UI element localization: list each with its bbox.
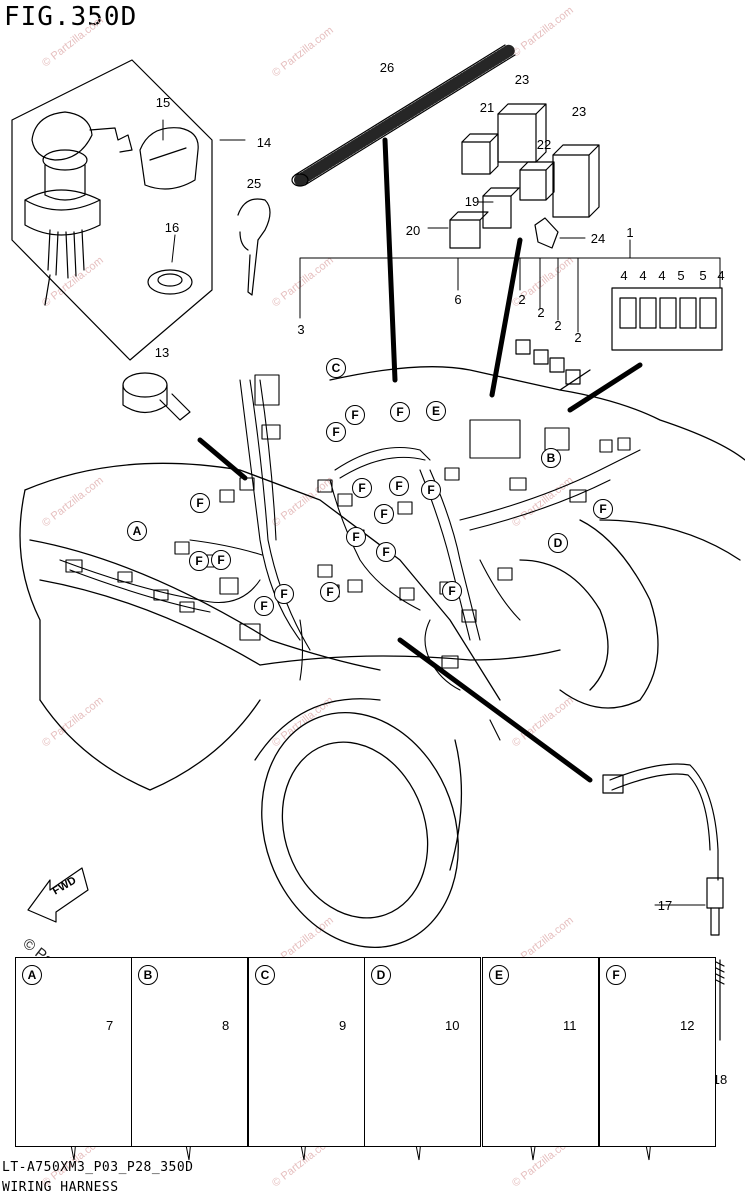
callout-25: 25 [246, 176, 262, 191]
callout-2: 2 [554, 318, 562, 333]
panel-part-number: 11 [563, 1018, 577, 1033]
callout-23: 23 [571, 104, 587, 119]
panel-letter: F [606, 965, 626, 985]
callout-23: 23 [514, 72, 530, 87]
callout-4: 4 [620, 268, 628, 283]
clip-marker: B [541, 448, 561, 468]
panel-part-number: 10 [445, 1018, 460, 1033]
clip-marker: C [326, 358, 346, 378]
clip-marker: F [376, 542, 396, 562]
spring-18 [715, 959, 725, 1041]
callout-26: 26 [379, 60, 395, 75]
callout-6: 6 [454, 292, 462, 307]
callout-4: 4 [717, 268, 725, 283]
callout-4: 4 [658, 268, 666, 283]
callout-5: 5 [699, 268, 707, 283]
panel-f: F 12 [599, 957, 716, 1147]
callout-2: 2 [518, 292, 526, 307]
callout-14: 14 [256, 135, 272, 150]
panel-part-number: 8 [222, 1018, 230, 1033]
panel-e: E 11 [482, 957, 599, 1147]
panel-c: C 9 [248, 957, 365, 1147]
panel-a: A 7 [15, 957, 132, 1147]
callout-1: 1 [626, 225, 634, 240]
callout-2: 2 [537, 305, 545, 320]
clip-marker: F [345, 405, 365, 425]
panel-b: B 8 [131, 957, 248, 1147]
harness-wires [59, 379, 641, 741]
panel-part-number: 9 [339, 1018, 347, 1033]
panel-letter: C [255, 965, 275, 985]
callout-21: 21 [479, 100, 495, 115]
panel-letter: D [371, 965, 391, 985]
fwd-arrow [27, 867, 89, 923]
callout-3: 3 [297, 322, 305, 337]
panel-part-number: 12 [680, 1018, 695, 1033]
callout-22: 22 [536, 137, 552, 152]
figure-code: LT-A750XM3_P03_P28_350D [2, 1160, 194, 1175]
panel-part-number: 7 [106, 1018, 114, 1033]
callout-15: 15 [155, 95, 171, 110]
clip-marker: F [389, 476, 409, 496]
clip-marker: F [190, 493, 210, 513]
callout-2: 2 [574, 330, 582, 345]
clip-marker: F [326, 422, 346, 442]
clip-marker: F [274, 584, 294, 604]
clip-marker: E [426, 401, 446, 421]
panel-letter: A [22, 965, 42, 985]
callout-16: 16 [164, 220, 180, 235]
clip-marker: F [421, 480, 441, 500]
key [237, 198, 271, 296]
callout-5: 5 [677, 268, 685, 283]
clip-marker: F [346, 527, 366, 547]
panel-d: D 10 [364, 957, 481, 1147]
clip-marker: F [390, 402, 410, 422]
clip-marker: F [593, 499, 613, 519]
ignition-switch [24, 111, 133, 306]
clip-marker: D [548, 533, 568, 553]
callout-4: 4 [639, 268, 647, 283]
relays [449, 103, 723, 385]
sensor-17 [602, 763, 724, 936]
clip-marker: F [374, 504, 394, 524]
clip-marker: F [442, 581, 462, 601]
clip-marker: F [254, 596, 274, 616]
atv-body [19, 366, 745, 949]
ignition-inset-frame [11, 59, 213, 361]
callout-19: 19 [464, 194, 480, 209]
clip-marker: F [189, 551, 209, 571]
ignition-cap [139, 127, 199, 190]
callout-20: 20 [405, 223, 421, 238]
panel-letter: B [138, 965, 158, 985]
sensor-13 [122, 372, 191, 421]
callout-24: 24 [590, 231, 606, 246]
panel-letter: E [489, 965, 509, 985]
clip-marker: F [211, 550, 231, 570]
clip-marker: F [352, 478, 372, 498]
nut [147, 269, 193, 295]
figure-title: FIG.350D [4, 2, 138, 32]
callout-18: 18 [712, 1072, 728, 1087]
callout-17: 17 [657, 898, 673, 913]
corrugated-tube [291, 44, 516, 187]
callout-13: 13 [154, 345, 170, 360]
leader-lines [162, 119, 721, 906]
clip-marker: A [127, 521, 147, 541]
clip-marker: F [320, 582, 340, 602]
figure-name: WIRING HARNESS [2, 1180, 119, 1195]
